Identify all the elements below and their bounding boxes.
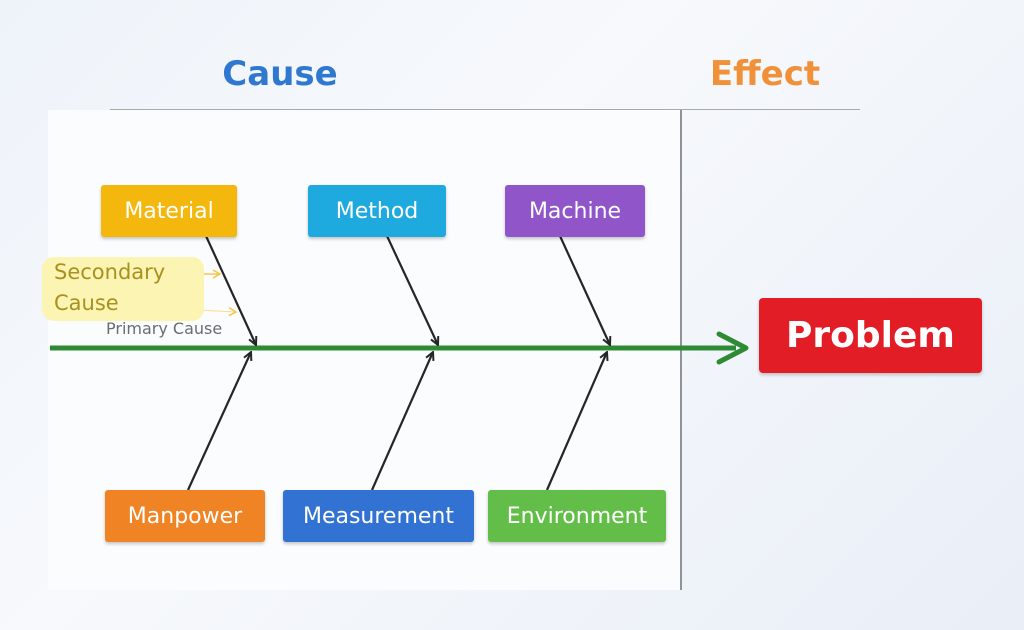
bone-machine	[559, 235, 610, 345]
cause-manpower-box: Manpower	[105, 490, 265, 542]
cause-heading: Cause	[222, 54, 338, 94]
cause-measurement-box: Measurement	[283, 490, 474, 542]
bone-material	[205, 235, 256, 345]
secondary-cause-pointer	[197, 307, 238, 317]
cause-method-box: Method	[308, 185, 446, 237]
bone-manpower	[186, 352, 251, 491]
primary-cause-label: Primary Cause	[106, 319, 223, 338]
cause-environment-box: Environment	[488, 490, 666, 542]
bone-method	[386, 235, 438, 345]
spine-arrowhead	[716, 331, 749, 365]
problem-box: Problem	[759, 298, 982, 373]
bone-environment	[545, 352, 607, 491]
secondary-cause-label: Secondary Cause	[42, 257, 204, 321]
header-divider	[110, 109, 860, 110]
fish-spine	[50, 331, 749, 365]
effect-heading: Effect	[709, 54, 821, 94]
bone-measurement	[370, 352, 433, 491]
cause-material-box: Material	[101, 185, 237, 237]
cause-machine-box: Machine	[505, 185, 645, 237]
